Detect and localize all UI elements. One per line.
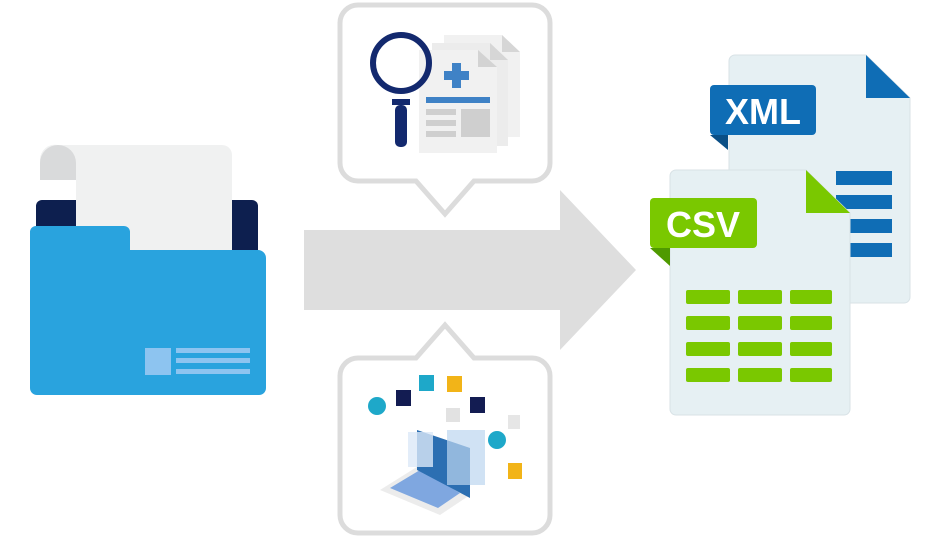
laptop-data-bubble — [337, 321, 553, 536]
folder-icon — [30, 144, 266, 395]
csv-file-icon: CSV — [650, 169, 851, 416]
laptop-data-icon — [368, 375, 522, 515]
csv-label-badge — [650, 198, 757, 248]
xml-label-badge — [710, 85, 816, 135]
magnifier-document-icon — [370, 32, 520, 153]
arrow-right-icon — [304, 190, 636, 350]
magnifier-document-bubble — [337, 2, 553, 218]
csv-label: CSV — [666, 204, 740, 245]
xml-label: XML — [725, 91, 801, 132]
